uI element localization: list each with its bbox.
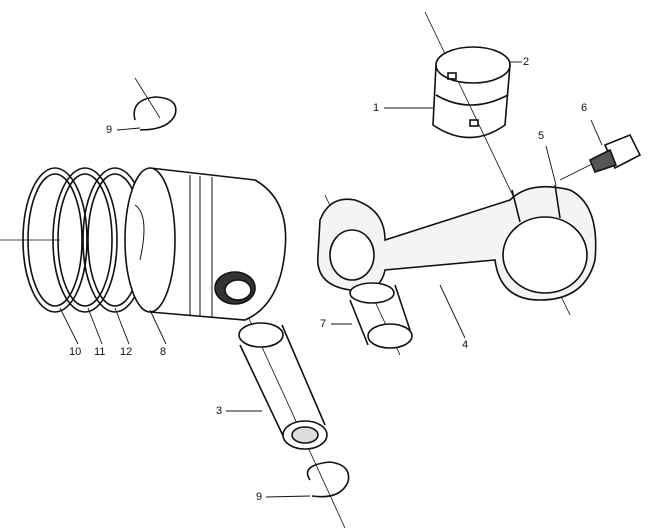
part-label-3: 3 — [216, 405, 223, 417]
bearing-shells — [432, 46, 511, 139]
piston-pin — [238, 322, 328, 450]
piston — [124, 167, 287, 321]
leader-lines — [59, 61, 603, 498]
part-label-4: 4 — [462, 339, 469, 351]
circlip-bottom — [306, 461, 350, 498]
circlip-top — [133, 96, 177, 131]
part-label-12: 12 — [120, 346, 133, 358]
part-label-6: 6 — [581, 102, 588, 114]
part-label-5: 5 — [538, 130, 545, 142]
part-label-8: 8 — [160, 346, 167, 358]
part-label-9-bottom: 9 — [256, 491, 263, 503]
ring-11 — [52, 167, 118, 313]
part-label-10: 10 — [69, 346, 82, 358]
connecting-rod — [317, 184, 597, 301]
part-label-9-top: 9 — [106, 124, 113, 136]
ring-10 — [22, 167, 88, 313]
bolt — [588, 133, 642, 173]
part-label-7: 7 — [320, 318, 327, 330]
part-label-2: 2 — [523, 56, 530, 68]
part-label-11: 11 — [94, 346, 106, 358]
part-label-1: 1 — [373, 102, 380, 114]
small-end-bush — [349, 282, 413, 349]
